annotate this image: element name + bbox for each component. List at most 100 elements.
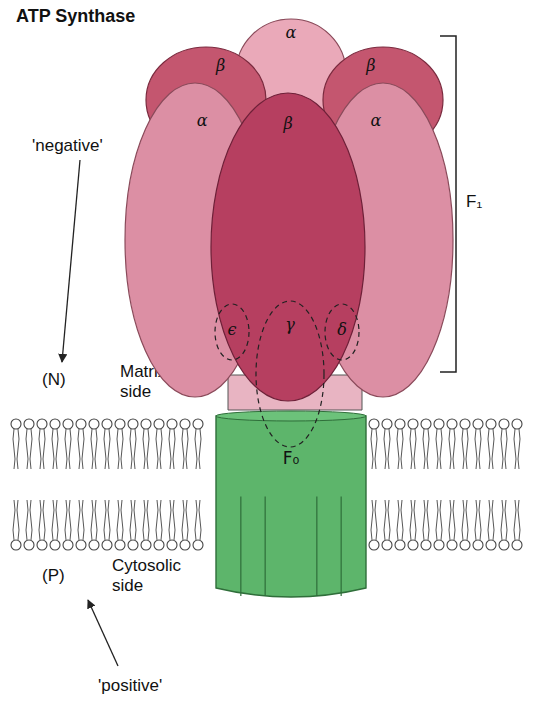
lipid-head <box>89 419 99 429</box>
note: 'negative' <box>32 136 103 156</box>
lipid-tail <box>462 429 464 469</box>
lipid-tail <box>505 429 507 469</box>
lipid-tail <box>130 429 132 469</box>
lipid-head <box>63 419 73 429</box>
lipid-tail <box>39 429 41 469</box>
lipid-head <box>395 540 405 550</box>
lipid-head <box>369 540 379 550</box>
lipid-tail <box>466 500 468 540</box>
lipid-head <box>24 540 34 550</box>
subunit-label: α <box>370 110 381 129</box>
lipid-tail <box>397 500 399 540</box>
lipid-tail <box>134 500 136 540</box>
lipid-head <box>460 540 470 550</box>
lipid-head <box>395 419 405 429</box>
lipid-head <box>434 419 444 429</box>
lipid-tail <box>182 500 184 540</box>
lipid-tail <box>440 429 442 469</box>
lipid-tail <box>121 500 123 540</box>
lipid-tail <box>39 500 41 540</box>
lipid-head <box>11 540 21 550</box>
lipid-tail <box>410 500 412 540</box>
lipid-tail <box>453 429 455 469</box>
f0-top <box>216 411 366 421</box>
shape-outline <box>215 410 367 602</box>
lipid-tail <box>195 500 197 540</box>
lipid-head <box>154 540 164 550</box>
ellipse <box>211 93 365 401</box>
lipid-tail <box>69 500 71 540</box>
lipid-tail <box>13 500 15 540</box>
lipid-head <box>50 540 60 550</box>
lipid-tail <box>436 429 438 469</box>
lipid-tail <box>501 429 503 469</box>
lipid-tail <box>91 429 93 469</box>
leader-arrow <box>88 600 118 666</box>
lipid-head <box>11 419 21 429</box>
lipid-head <box>24 419 34 429</box>
lipid-head <box>408 540 418 550</box>
lipid-head <box>512 419 522 429</box>
leader-arrow <box>62 160 80 362</box>
lipid-tail <box>414 429 416 469</box>
lipid-head <box>382 419 392 429</box>
lipid-tail <box>173 429 175 469</box>
lipid-head <box>447 419 457 429</box>
delta-subunit: δ <box>324 303 360 361</box>
subunit-label: β <box>366 56 375 75</box>
lipid-tail <box>169 429 171 469</box>
lipid-tail <box>371 429 373 469</box>
lipid-tail <box>449 429 451 469</box>
subunit-label: α <box>197 110 208 129</box>
title: ATP Synthase <box>16 6 135 27</box>
lipid-tail <box>186 429 188 469</box>
lipid-head <box>115 419 125 429</box>
lipid-tail <box>26 429 28 469</box>
lipid-tail <box>199 429 201 469</box>
lipid-head <box>473 419 483 429</box>
lipid-tail <box>43 429 45 469</box>
lipid-head <box>141 540 151 550</box>
f0-column-line <box>316 496 317 596</box>
lipid-tail <box>492 500 494 540</box>
lipid-tail <box>13 429 15 469</box>
lipid-tail <box>401 429 403 469</box>
lipid-head <box>499 419 509 429</box>
lipid-tail <box>56 429 58 469</box>
lipid-tail <box>104 500 106 540</box>
lipid-tail <box>173 500 175 540</box>
lipid-tail <box>475 429 477 469</box>
lipid-tail <box>95 500 97 540</box>
lipid-head <box>63 540 73 550</box>
subunit-label: γ <box>285 314 295 333</box>
subunit-label: α <box>286 23 297 42</box>
lipid-head <box>421 540 431 550</box>
side-marker: (P) <box>42 566 65 586</box>
lipid-tail <box>414 500 416 540</box>
lipid-tail <box>462 500 464 540</box>
lipid-head <box>447 540 457 550</box>
f0-column-line <box>265 496 266 596</box>
epsilon-subunit: ϵ <box>214 303 250 361</box>
lipid-head <box>37 419 47 429</box>
lipid-head <box>434 540 444 550</box>
lipid-tail <box>17 500 19 540</box>
lipid-tail <box>384 500 386 540</box>
lipid-head <box>193 540 203 550</box>
lipid-tail <box>169 500 171 540</box>
lipid-tail <box>466 429 468 469</box>
lipid-tail <box>388 429 390 469</box>
lipid-tail <box>82 500 84 540</box>
lipid-tail <box>52 429 54 469</box>
lipid-tail <box>130 500 132 540</box>
lipid-tail <box>514 429 516 469</box>
lipid-head <box>76 540 86 550</box>
shape-outline <box>210 92 366 402</box>
lipid-tail <box>488 429 490 469</box>
lipid-tail <box>52 500 54 540</box>
lipid-tail <box>397 429 399 469</box>
lipid-head <box>408 419 418 429</box>
lipid-head <box>369 419 379 429</box>
lipid-tail <box>436 500 438 540</box>
lipid-tail <box>82 429 84 469</box>
